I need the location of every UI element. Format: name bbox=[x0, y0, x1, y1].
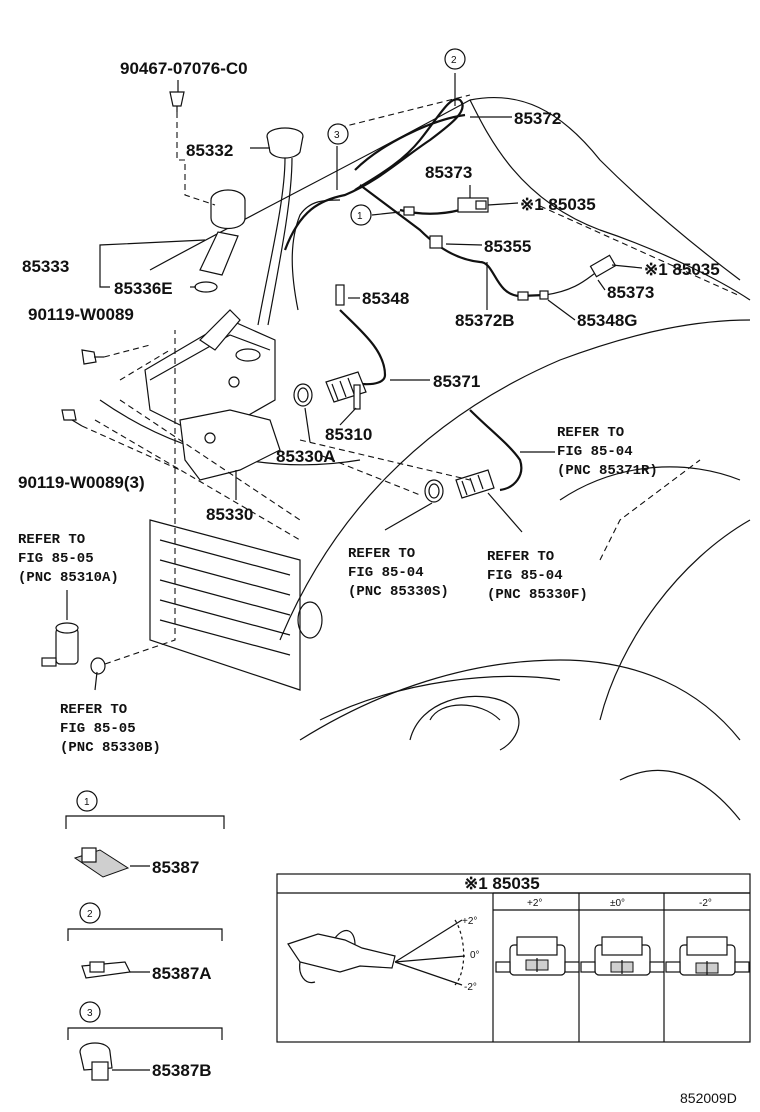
nozzle-view-plus2 bbox=[495, 936, 580, 976]
washer-pump bbox=[293, 371, 367, 410]
ref1-line2: FIG 85-05 bbox=[18, 551, 94, 567]
detail-box bbox=[276, 873, 751, 1043]
ref3-line1: REFER TO bbox=[557, 425, 624, 441]
callout-1: 1 bbox=[357, 211, 363, 222]
part-labels: 90467-07076-C0 85332 85333 85336E 90119-… bbox=[18, 59, 720, 1080]
label-85355: 85355 bbox=[484, 237, 531, 256]
label-85373-a: 85373 bbox=[425, 163, 472, 182]
bolts-90119 bbox=[61, 344, 181, 471]
label-90119-a: 90119-W0089 bbox=[28, 305, 134, 324]
label-85387b: 85387B bbox=[152, 1061, 212, 1080]
callout-3: 3 bbox=[334, 130, 340, 141]
filler-cap bbox=[257, 127, 304, 326]
ref3-line3: (PNC 85371R) bbox=[557, 463, 658, 479]
filler-neck bbox=[194, 189, 246, 293]
ref4-line2: FIG 85-04 bbox=[348, 565, 424, 581]
label-85035-a: ※1 85035 bbox=[520, 195, 596, 214]
vehicle-outline bbox=[94, 94, 751, 821]
ref5-line2: FIG 85-04 bbox=[487, 568, 563, 584]
legend-callout-3: 3 bbox=[87, 1008, 93, 1019]
nozzle-view-zero bbox=[580, 936, 665, 976]
detail-col-zero: ±0° bbox=[610, 898, 625, 909]
label-85387a: 85387A bbox=[152, 964, 212, 983]
ref5-line3: (PNC 85330F) bbox=[487, 587, 588, 603]
legend-callout-1: 1 bbox=[84, 797, 90, 808]
detail-col-plus2: +2° bbox=[527, 898, 542, 909]
detail-col-minus2: -2° bbox=[699, 898, 712, 909]
hoses bbox=[283, 98, 601, 492]
nozzle-view-minus2 bbox=[665, 936, 750, 976]
label-85330: 85330 bbox=[206, 505, 253, 524]
ref2-line2: FIG 85-05 bbox=[60, 721, 136, 737]
label-85330a: 85330A bbox=[276, 447, 336, 466]
ref5-line1: REFER TO bbox=[487, 549, 554, 565]
hose-connectors bbox=[335, 197, 617, 306]
detail-text: ※1 85035 +2° ±0° -2° +2° 0° -2° bbox=[462, 874, 712, 993]
callout-2: 2 bbox=[451, 55, 457, 66]
label-85372b: 85372B bbox=[455, 311, 515, 330]
legend-callout-2: 2 bbox=[87, 909, 93, 920]
label-90119-b: 90119-W0089(3) bbox=[18, 473, 145, 492]
label-85371: 85371 bbox=[433, 372, 480, 391]
label-85372: 85372 bbox=[514, 109, 561, 128]
callout-numbers: 2 3 1 1 2 3 bbox=[84, 55, 457, 1019]
angle-minus2: -2° bbox=[464, 982, 477, 993]
label-85336e: 85336E bbox=[114, 279, 173, 298]
clip-90467 bbox=[169, 91, 216, 206]
label-85035-b: ※1 85035 bbox=[644, 260, 720, 279]
refer-blocks: REFER TO FIG 85-05 (PNC 85310A) REFER TO… bbox=[18, 425, 658, 756]
label-85348: 85348 bbox=[362, 289, 409, 308]
callouts-main bbox=[327, 48, 466, 226]
washer-tank bbox=[119, 309, 301, 521]
angle-plus2: +2° bbox=[462, 916, 477, 927]
diagram-id: 852009D bbox=[680, 1090, 737, 1106]
detail-title: ※1 85035 bbox=[464, 874, 540, 893]
label-85332: 85332 bbox=[186, 141, 233, 160]
ref4-line3: (PNC 85330S) bbox=[348, 584, 449, 600]
label-90467: 90467-07076-C0 bbox=[120, 59, 248, 78]
angle-zero: 0° bbox=[470, 950, 480, 961]
label-85333: 85333 bbox=[22, 257, 69, 276]
ref2-line1: REFER TO bbox=[60, 702, 127, 718]
label-85310: 85310 bbox=[325, 425, 372, 444]
ref3-line2: FIG 85-04 bbox=[557, 444, 633, 460]
ref1-line1: REFER TO bbox=[18, 532, 85, 548]
ref4-line1: REFER TO bbox=[348, 546, 415, 562]
ref1-line3: (PNC 85310A) bbox=[18, 570, 119, 586]
legend-clips bbox=[65, 790, 225, 1081]
label-85387: 85387 bbox=[152, 858, 199, 877]
pump-85310a bbox=[41, 330, 176, 675]
pump-right bbox=[299, 439, 495, 503]
leader-lines bbox=[94, 73, 741, 691]
label-85348g: 85348G bbox=[577, 311, 638, 330]
label-85373-b: 85373 bbox=[607, 283, 654, 302]
ref2-line3: (PNC 85330B) bbox=[60, 740, 161, 756]
